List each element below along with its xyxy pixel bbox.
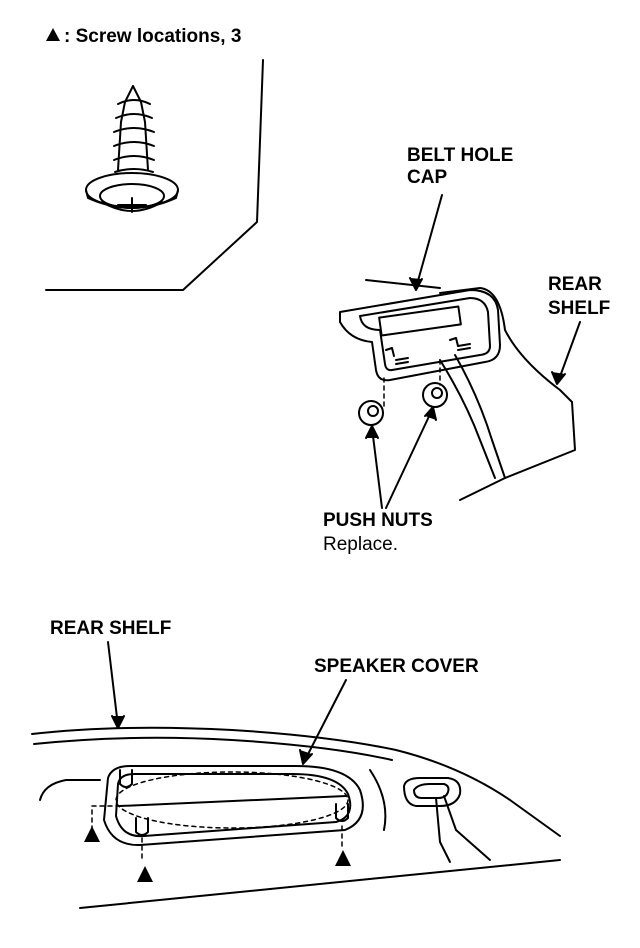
push-nut-guide-lines [383,359,441,409]
rear-shelf-lower-panel [31,726,561,909]
push-nut-left [358,400,384,426]
speaker-cover [103,765,364,847]
triangle-icon [137,866,153,882]
screw-illustration [85,85,179,213]
belt-hole-lower [403,777,491,863]
screw-location-guides [91,805,343,863]
legend: : Screw locations, 3 [46,26,241,48]
push-nut-right [422,382,448,408]
legend-text: : Screw locations, 3 [64,26,242,47]
rear-shelf-top-label-line2: SHELF [548,298,611,319]
screw-location-markers [84,826,351,882]
rear-shelf-top-label-line1: REAR [548,274,602,295]
screw-detail-frame [45,59,264,291]
belt-hole-cap [339,289,501,382]
push-nuts-label: PUSH NUTS [323,510,433,531]
speaker-cover-clips [119,769,349,836]
triangle-icon [335,850,351,866]
rear-shelf-top-leader [551,321,581,385]
belt-hole-cap-leader [365,194,443,291]
triangle-icon [46,28,60,41]
speaker-cover-leader [299,679,347,765]
triangle-icon [84,826,100,842]
push-nuts-note: Replace. [323,534,398,555]
belt-hole-cap-label-line1: BELT HOLE [407,145,514,166]
rear-shelf-bottom-leader [107,641,125,729]
speaker-cover-label: SPEAKER COVER [314,656,479,677]
rear-shelf-bottom-label: REAR SHELF [50,618,172,639]
belt-hole-cap-label-line2: CAP [407,167,448,188]
push-nuts-leaders [365,406,437,509]
